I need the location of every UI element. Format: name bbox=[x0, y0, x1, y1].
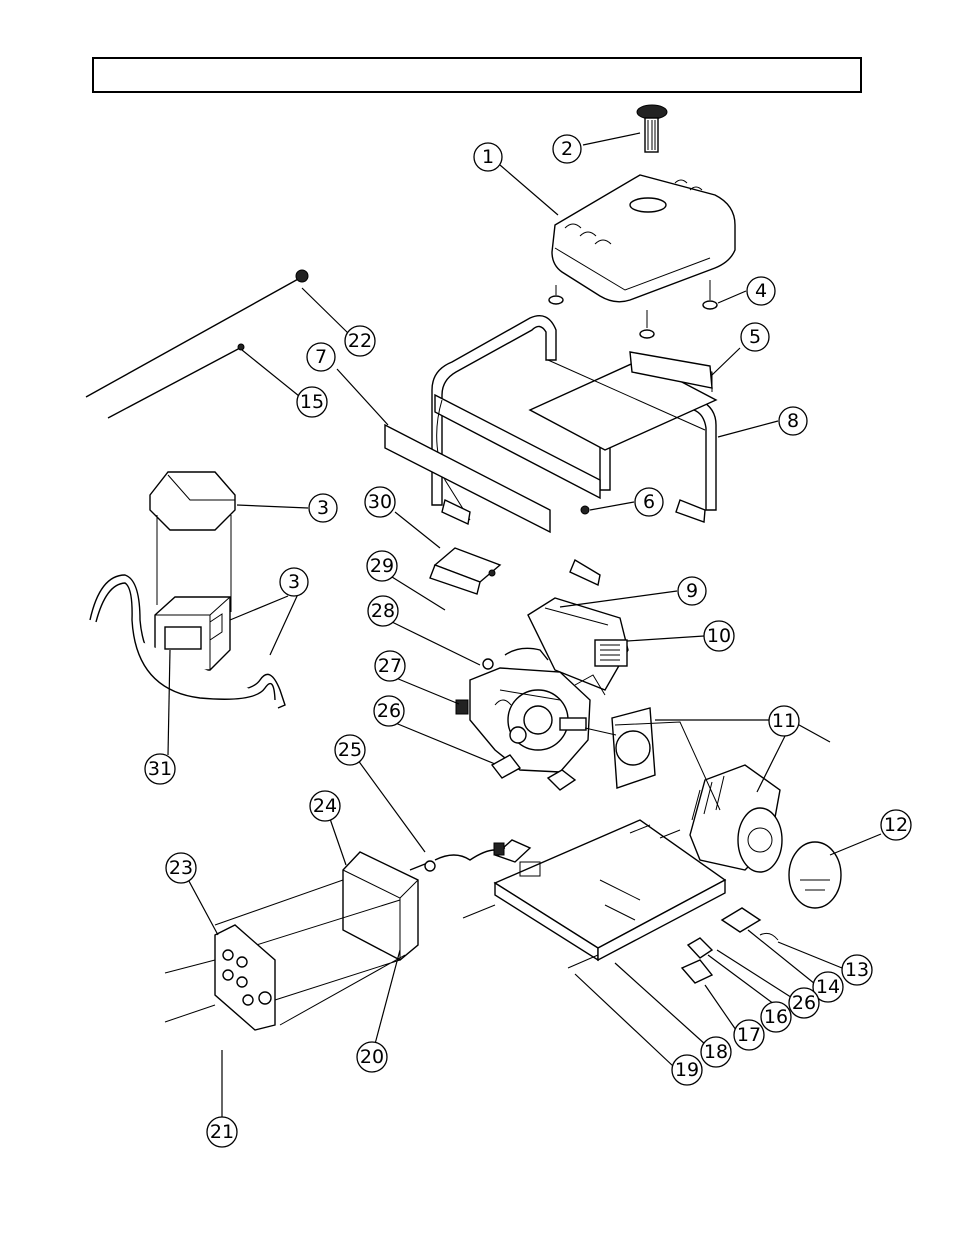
svg-text:15: 15 bbox=[300, 391, 324, 413]
callout-15: 15 bbox=[296, 386, 328, 418]
fuel-tank bbox=[551, 174, 736, 303]
callout-5: 5 bbox=[740, 322, 770, 352]
bracket-30 bbox=[429, 547, 502, 595]
callout-14: 14 bbox=[812, 971, 844, 1003]
callout-29: 29 bbox=[366, 550, 398, 582]
leader-lines bbox=[167, 132, 882, 1118]
svg-text:8: 8 bbox=[787, 410, 799, 432]
callout-4: 4 bbox=[746, 276, 776, 306]
callout-26-engine: 26 bbox=[373, 695, 405, 727]
callout-6: 6 bbox=[634, 487, 664, 517]
callout-30: 30 bbox=[364, 486, 396, 518]
svg-text:17: 17 bbox=[737, 1024, 761, 1046]
svg-text:27: 27 bbox=[378, 655, 402, 677]
engine bbox=[455, 597, 629, 773]
callout-18: 18 bbox=[700, 1036, 732, 1068]
svg-text:4: 4 bbox=[755, 280, 767, 302]
callout-2: 2 bbox=[552, 134, 582, 164]
svg-text:28: 28 bbox=[371, 600, 395, 622]
callout-13: 13 bbox=[841, 954, 873, 986]
callout-17: 17 bbox=[733, 1019, 765, 1051]
svg-text:7: 7 bbox=[315, 346, 327, 368]
control-box bbox=[164, 842, 506, 1031]
rods bbox=[85, 269, 309, 419]
callout-3-box: 3 bbox=[279, 567, 309, 597]
callout-22: 22 bbox=[344, 325, 376, 357]
callout-11: 11 bbox=[768, 705, 800, 737]
fuel-cap bbox=[636, 104, 668, 153]
callout-10: 10 bbox=[703, 620, 735, 652]
svg-text:19: 19 bbox=[675, 1059, 699, 1081]
svg-text:11: 11 bbox=[772, 710, 796, 732]
svg-text:26: 26 bbox=[377, 700, 401, 722]
callout-1: 1 bbox=[473, 142, 503, 172]
small-parts bbox=[462, 754, 779, 984]
callout-12: 12 bbox=[880, 809, 912, 841]
svg-text:22: 22 bbox=[348, 330, 372, 352]
base-pan bbox=[493, 819, 727, 962]
callout-26-base: 26 bbox=[788, 987, 820, 1019]
svg-text:29: 29 bbox=[370, 555, 394, 577]
callouts: 1 2 3 3 4 5 6 7 8 9 10 11 12 13 14 15 16… bbox=[144, 134, 912, 1148]
svg-text:21: 21 bbox=[210, 1121, 234, 1143]
frame-panels bbox=[384, 351, 713, 534]
callout-31: 31 bbox=[144, 753, 176, 785]
callout-27: 27 bbox=[374, 650, 406, 682]
svg-text:6: 6 bbox=[643, 491, 655, 513]
callout-3-cover: 3 bbox=[308, 493, 338, 523]
svg-text:18: 18 bbox=[704, 1041, 728, 1063]
svg-text:30: 30 bbox=[368, 491, 392, 513]
svg-text:25: 25 bbox=[338, 739, 362, 761]
battery-box bbox=[89, 471, 286, 709]
svg-text:9: 9 bbox=[686, 580, 698, 602]
frame bbox=[431, 315, 718, 587]
svg-text:26: 26 bbox=[792, 992, 816, 1014]
callout-24: 24 bbox=[309, 790, 341, 822]
callout-9: 9 bbox=[677, 576, 707, 606]
svg-text:23: 23 bbox=[169, 857, 193, 879]
svg-text:31: 31 bbox=[148, 758, 172, 780]
svg-text:3: 3 bbox=[288, 571, 300, 593]
title-box bbox=[92, 57, 862, 93]
callout-25: 25 bbox=[334, 734, 366, 766]
svg-text:10: 10 bbox=[707, 625, 731, 647]
callout-8: 8 bbox=[778, 406, 808, 436]
svg-text:2: 2 bbox=[561, 138, 573, 160]
svg-text:16: 16 bbox=[764, 1006, 788, 1028]
svg-text:3: 3 bbox=[317, 497, 329, 519]
svg-text:1: 1 bbox=[482, 146, 494, 168]
callout-16: 16 bbox=[760, 1001, 792, 1033]
callout-21: 21 bbox=[206, 1116, 238, 1148]
svg-text:20: 20 bbox=[360, 1046, 384, 1068]
callout-19: 19 bbox=[671, 1054, 703, 1086]
svg-text:24: 24 bbox=[313, 795, 337, 817]
callout-28: 28 bbox=[367, 595, 399, 627]
callout-7: 7 bbox=[306, 342, 336, 372]
callout-20: 20 bbox=[356, 1041, 388, 1073]
tank-washers bbox=[548, 280, 718, 339]
svg-text:12: 12 bbox=[884, 814, 908, 836]
svg-text:14: 14 bbox=[816, 976, 840, 998]
svg-text:5: 5 bbox=[749, 326, 761, 348]
svg-text:13: 13 bbox=[845, 959, 869, 981]
callout-23: 23 bbox=[165, 852, 197, 884]
